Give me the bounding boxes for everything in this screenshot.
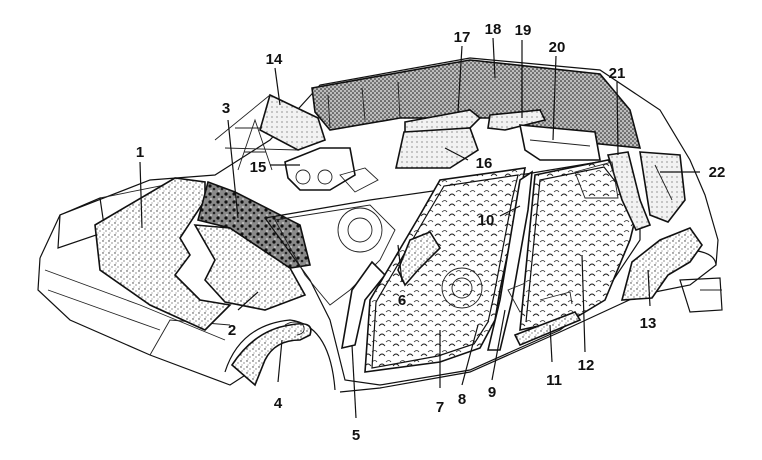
callout-21: 21 (609, 65, 626, 82)
part-10-rear-door-seal (525, 166, 623, 323)
rear-quarter-window (574, 161, 619, 199)
callout-19: 19 (515, 22, 532, 39)
part-15-vent-right (317, 169, 333, 185)
callout-5: 5 (352, 427, 360, 444)
callout-labels: 1 2 3 4 5 6 7 8 9 10 11 12 13 14 15 16 1… (136, 21, 726, 444)
callout-12: 12 (578, 357, 595, 374)
part-22-rear-quarter-pad (639, 151, 686, 223)
car-body-outline (37, 57, 723, 393)
part-15-bracket (339, 167, 379, 193)
callout-10: 10 (478, 212, 495, 229)
front-seat-mount-left (337, 207, 383, 253)
callout-1: 1 (136, 144, 144, 161)
part-15-vent-left (295, 169, 311, 185)
callout-14: 14 (266, 51, 283, 68)
callout-13: 13 (640, 315, 657, 332)
part-21-c-pillar-trim (606, 151, 652, 231)
callout-20: 20 (549, 39, 566, 56)
rear-seat-mount (441, 267, 483, 309)
part-13-rear-wheelarch (620, 227, 703, 301)
callout-18: 18 (485, 21, 502, 38)
part-14-cowl-pad (259, 93, 326, 151)
callout-11: 11 (546, 372, 562, 389)
part-5-front-sill (341, 260, 387, 350)
callout-8: 8 (458, 391, 466, 408)
callout-7: 7 (436, 399, 444, 416)
front-seat-mount-inner (347, 217, 373, 243)
callout-22: 22 (709, 164, 726, 181)
callout-4: 4 (274, 395, 283, 412)
callout-6: 6 (398, 292, 406, 309)
part-9-b-pillar-trim (486, 170, 533, 351)
watermark-a-letter (237, 118, 273, 171)
callout-3: 3 (222, 100, 230, 117)
callout-16: 16 (476, 155, 493, 172)
callout-17: 17 (454, 29, 471, 46)
leader-lines (139, 37, 700, 419)
part-15-heater-box (284, 147, 356, 191)
callout-2: 2 (228, 322, 236, 339)
part-16-rear-pad (395, 127, 479, 169)
part-6-pillar-pad (397, 231, 442, 287)
part-11-rear-sill (513, 311, 582, 347)
part-20-parcel-shelf (519, 124, 601, 161)
rear-seat-mount-inner (451, 277, 473, 299)
callout-9: 9 (488, 384, 496, 401)
part-1-hood-insulation (94, 177, 232, 331)
part-4-front-wheelarch (230, 322, 312, 387)
callout-15: 15 (250, 159, 267, 176)
